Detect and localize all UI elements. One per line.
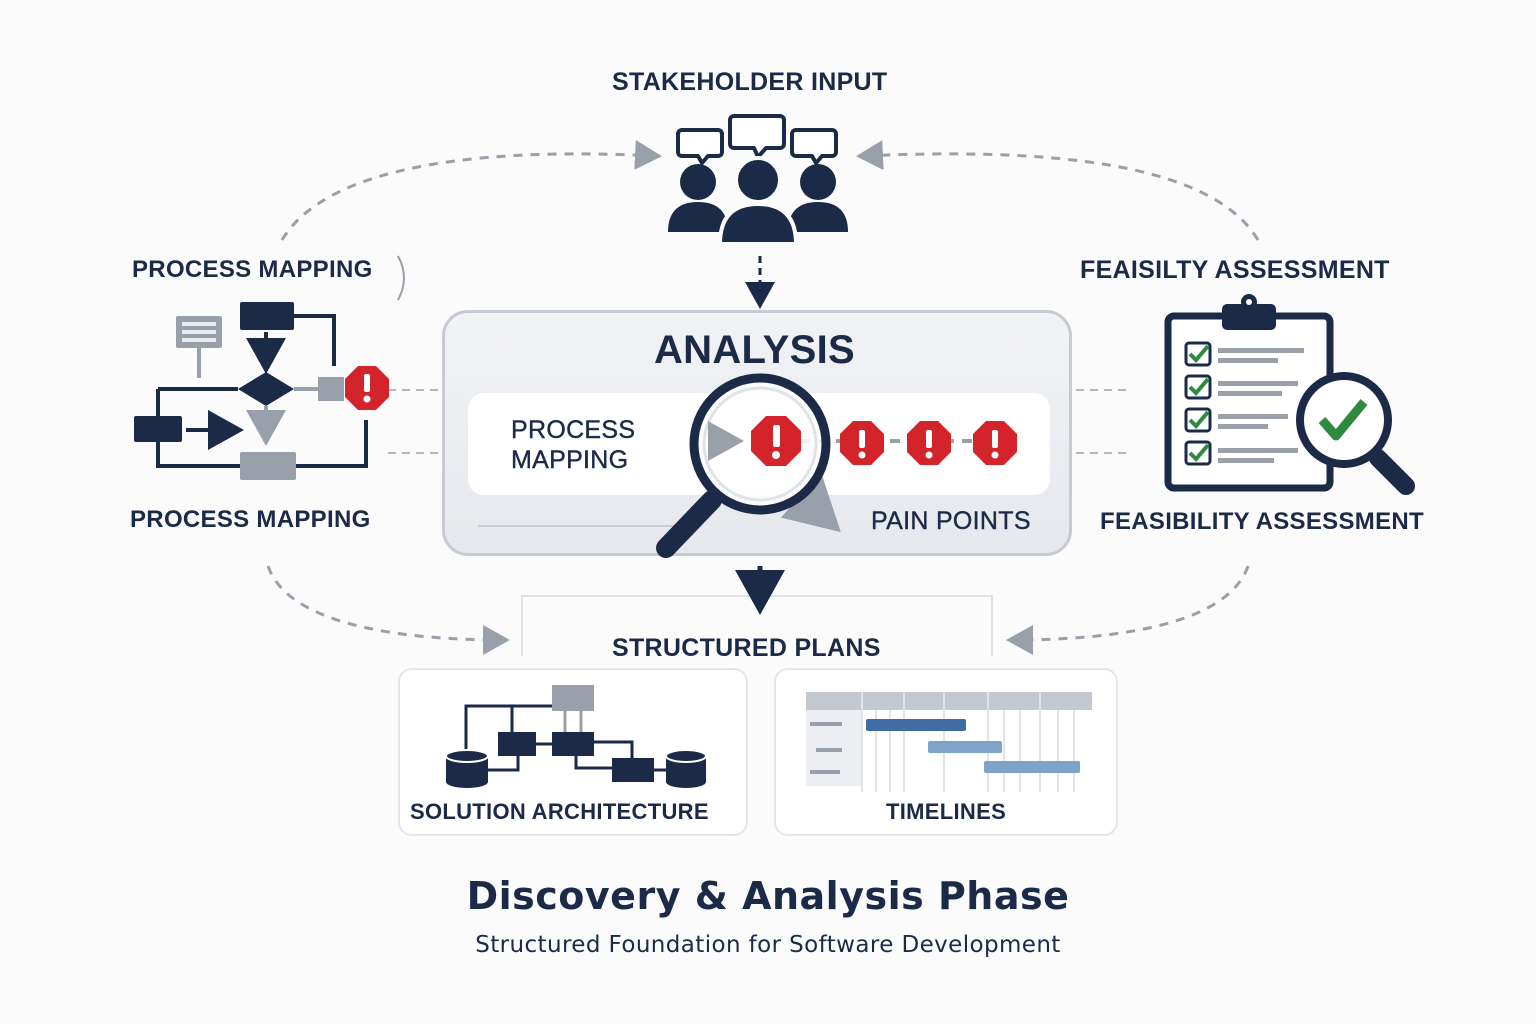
timelines-label: TIMELINES — [886, 799, 1007, 824]
checklist-clipboard-icon — [1164, 294, 1334, 492]
analysis-process-line2: MAPPING — [511, 446, 629, 474]
dashed-arc-bottom-left — [266, 565, 510, 655]
flowchart-icon — [134, 302, 368, 480]
warning-octagon-icon — [345, 366, 389, 410]
dashed-arc-top-right — [856, 140, 1260, 241]
analysis-process-line1: PROCESS — [511, 416, 636, 444]
process-mapping-label-bottom: PROCESS MAPPING — [130, 506, 371, 533]
feasibility-label-bottom: FEASIBILITY ASSESSMENT — [1100, 508, 1424, 535]
page-subtitle: Structured Foundation for Software Devel… — [475, 932, 1061, 958]
magnifying-glass-icon — [656, 373, 831, 558]
pain-points-label: PAIN POINTS — [871, 507, 1031, 535]
gantt-chart-icon — [806, 692, 1092, 792]
stakeholders-icon — [668, 114, 848, 246]
check-magnifier-icon — [1296, 372, 1415, 495]
dashed-arc-top-left — [280, 139, 662, 241]
analysis-title: ANALYSIS — [654, 328, 855, 372]
page-title: Discovery & Analysis Phase — [466, 874, 1070, 918]
process-mapping-label-top: PROCESS MAPPING — [132, 256, 373, 283]
dashed-arc-bottom-right — [1006, 565, 1250, 655]
stakeholder-input-label: STAKEHOLDER INPUT — [612, 68, 888, 96]
feasibility-label-top: FEAISILTY ASSESSMENT — [1080, 256, 1390, 284]
solution-architecture-label: SOLUTION ARCHITECTURE — [410, 799, 709, 824]
architecture-diagram-icon — [445, 685, 707, 788]
pain-points-chain — [800, 421, 1017, 465]
structured-plans-label: STRUCTURED PLANS — [612, 634, 881, 662]
